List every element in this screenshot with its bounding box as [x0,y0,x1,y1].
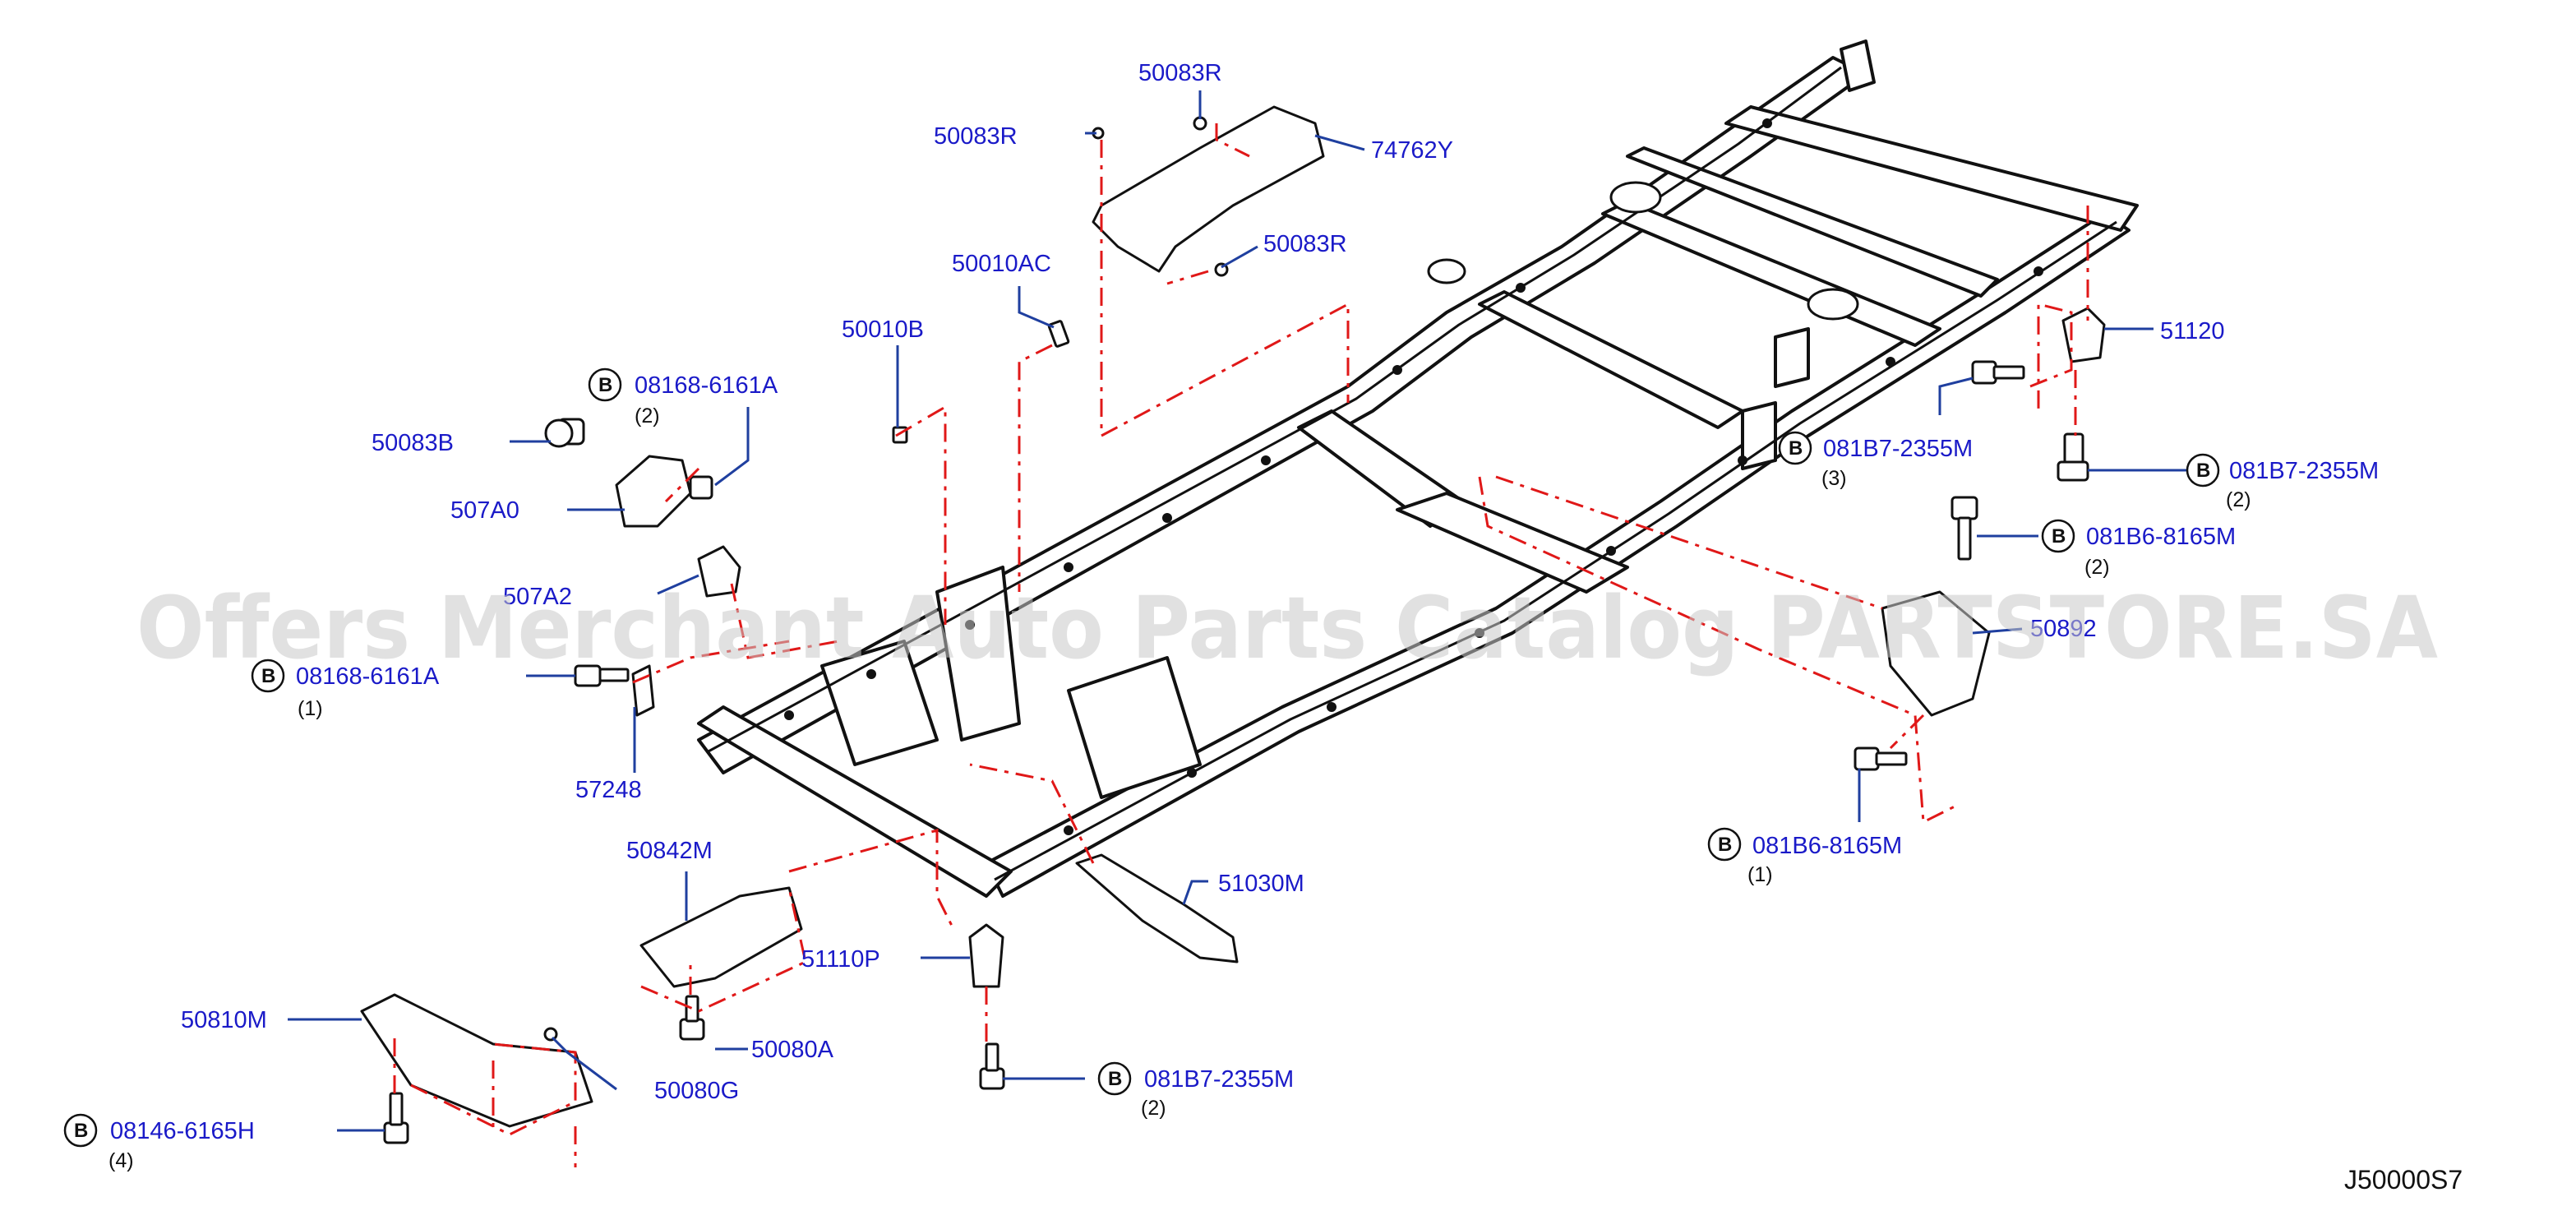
leader-lines [288,90,2186,1132]
svg-text:(2): (2) [635,404,660,427]
label-51120: 51120 [2160,318,2225,344]
svg-text:B: B [1718,834,1732,856]
svg-text:B: B [2196,460,2210,482]
skid-plate-50842M [639,886,803,988]
callout-08146-6165H: B 08146-6165H (4) [63,1113,255,1172]
label-50010AC: 50010AC [952,251,1051,277]
member-51030M [1075,853,1239,964]
label-507A0: 507A0 [450,497,519,524]
svg-text:(2): (2) [2084,556,2110,579]
bracket-51110P [968,923,1004,988]
svg-text:B: B [2052,525,2066,548]
label-50083B: 50083B [372,430,454,456]
svg-text:(2): (2) [1141,1097,1166,1120]
label-74762Y: 74762Y [1371,137,1453,164]
callout-081B7-2355M-3: B 081B7-2355M (3) [1778,431,1973,490]
svg-text:081B7-2355M: 081B7-2355M [1144,1066,1294,1093]
label-50892: 50892 [2030,616,2097,642]
svg-text:(4): (4) [108,1149,134,1172]
svg-text:081B6-8165M: 081B6-8165M [1752,833,1902,859]
label-57248: 57248 [575,777,642,803]
label-50080G: 50080G [654,1078,739,1104]
svg-text:B: B [74,1120,88,1142]
callout-081B7-2355M-mid: B 081B7-2355M (2) [1097,1061,1294,1120]
svg-text:08146-6165H: 08146-6165H [110,1118,255,1144]
label-50842M: 50842M [626,838,713,864]
chassis-frame [697,39,2139,898]
svg-text:081B6-8165M: 081B6-8165M [2086,524,2236,550]
callout-081B6-8165M-2: B 081B6-8165M (2) [2041,519,2236,579]
svg-text:(1): (1) [1747,863,1773,886]
clip-57248 [631,664,655,717]
svg-text:08168-6161A: 08168-6161A [635,372,778,399]
svg-text:08168-6161A: 08168-6161A [296,663,440,690]
svg-text:(1): (1) [298,697,323,720]
callout-081B7-2355M-r2: B 081B7-2355M (2) [2186,453,2379,511]
svg-text:081B7-2355M: 081B7-2355M [1823,436,1973,462]
label-50083R-top: 50083R [1138,60,1222,86]
label-50010B: 50010B [842,317,924,343]
bracket-507A2 [697,545,741,598]
label-50080A: 50080A [751,1037,834,1063]
callouts: 50083R 50083R 74762Y 50083R 50010AC 5001… [63,60,2379,1172]
bracket-50892 [1881,590,1991,717]
svg-text:081B7-2355M: 081B7-2355M [2229,458,2379,484]
label-50083R-right: 50083R [1263,231,1347,257]
label-51030M: 51030M [1218,871,1304,897]
assembly-lines [393,123,2089,1167]
bracket-51120 [2061,307,2106,363]
watermark: Offers Merchant Auto Parts Catalog PARTS… [136,578,2438,678]
svg-text:(3): (3) [1821,467,1847,490]
label-507A2: 507A2 [503,584,572,610]
svg-text:B: B [1789,437,1803,460]
svg-text:B: B [261,665,275,687]
label-50810M: 50810M [181,1007,267,1033]
callout-08168-6161A-1: B 08168-6161A (1) [251,659,440,720]
heat-insulator-74762Y [1092,105,1325,273]
callout-081B6-8165M-1: B 081B6-8165M (1) [1707,827,1902,886]
bolt-icons [383,116,2089,1144]
svg-text:B: B [598,374,612,396]
svg-text:B: B [1108,1068,1122,1090]
callout-08168-6161A-2: B 08168-6161A (2) [588,367,778,427]
svg-text:(2): (2) [2226,488,2251,511]
label-51110P: 51110P [801,946,880,973]
bracket-507A0 [615,455,692,528]
diagram-code: J50000S7 [2344,1165,2463,1195]
label-50083R-left: 50083R [934,123,1018,150]
